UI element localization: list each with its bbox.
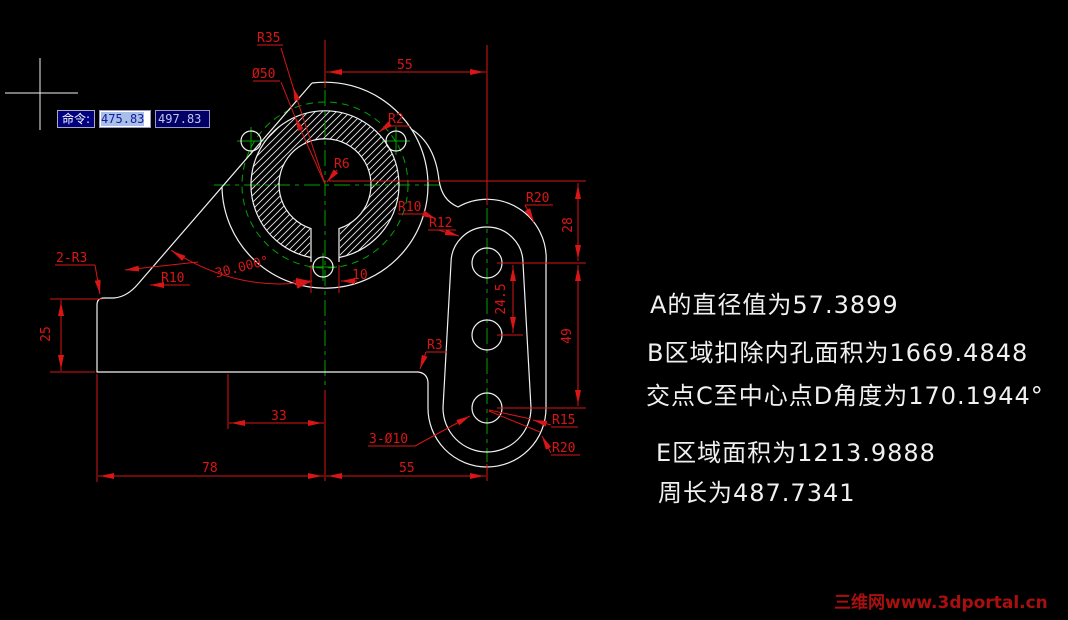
dim-r6: R6: [334, 157, 350, 172]
dim-10: 10: [352, 268, 368, 283]
centerlines: [214, 90, 488, 462]
annotation-b-area: B区域扣除内孔面积为1669.4848: [647, 339, 1028, 367]
crosshair-cursor: [5, 58, 78, 130]
dim-49: 49: [560, 328, 575, 344]
dim-33: 33: [271, 409, 287, 424]
dim-r12: R12: [429, 216, 452, 231]
bolt-hole-bottom: [312, 256, 334, 278]
watermark-text: 三维网www.3dportal.cn: [834, 592, 1048, 613]
dim-r15: R15: [552, 413, 575, 428]
coordinate-x-value: 475.83: [101, 112, 145, 126]
dim-r10-neck: R10: [398, 200, 421, 215]
bolt-hole-cross: [237, 127, 265, 155]
annotation-perimeter: 周长为487.7341: [658, 479, 856, 507]
dim-78: 78: [202, 461, 218, 476]
dim-3-dia10: 3-Ø10: [369, 432, 408, 447]
dim-55-top: 55: [397, 58, 413, 73]
dim-r20-top: R20: [526, 191, 549, 206]
dim-dia50: Ø50: [252, 67, 275, 82]
annotation-a-diameter: A的直径值为57.3899: [650, 291, 899, 319]
dim-angle30: 30.000°: [214, 254, 271, 282]
dim-r10-fillet: R10: [161, 271, 184, 286]
dim-r20-bottom: R20: [552, 441, 575, 456]
coordinate-x-field[interactable]: 475.83: [99, 110, 152, 128]
bolt-hole-cross: [382, 127, 410, 155]
dim-25: 25: [39, 326, 54, 342]
dim-28: 28: [561, 217, 576, 233]
dim-24-5: 24.5: [494, 283, 509, 314]
bolt-hole-cross: [309, 253, 337, 281]
dim-r2: R2: [388, 112, 404, 127]
annotation-e-area: E区域面积为1213.9888: [656, 439, 936, 467]
hatch-notch-edges: [310, 228, 340, 262]
dimensions: [50, 40, 586, 482]
bore-circle: [278, 138, 372, 230]
coordinate-y-value: 497.83: [158, 112, 202, 126]
slot-inner-outline: [442, 226, 532, 453]
boss-outer-circle: [221, 81, 429, 289]
result-annotations: A的直径值为57.3899 B区域扣除内孔面积为1669.4848 交点C至中心…: [646, 291, 1044, 507]
coordinate-y-field[interactable]: 497.83: [155, 110, 211, 128]
dia50-circle: [250, 110, 400, 259]
dim-55-bottom: 55: [399, 461, 415, 476]
command-bar: 命令: 475.83 497.83: [57, 110, 211, 128]
command-prompt-label: 命令:: [57, 110, 96, 128]
part-outline: [96, 82, 547, 468]
dim-r3: R3: [427, 338, 443, 353]
annotation-cd-angle: 交点C至中心点D角度为170.1944°: [646, 382, 1044, 410]
dim-2-r3: 2-R3: [56, 251, 87, 266]
bolt-hole-left: [240, 130, 262, 152]
dim-r35: R35: [257, 31, 280, 46]
bolt-hole-right: [385, 130, 407, 152]
